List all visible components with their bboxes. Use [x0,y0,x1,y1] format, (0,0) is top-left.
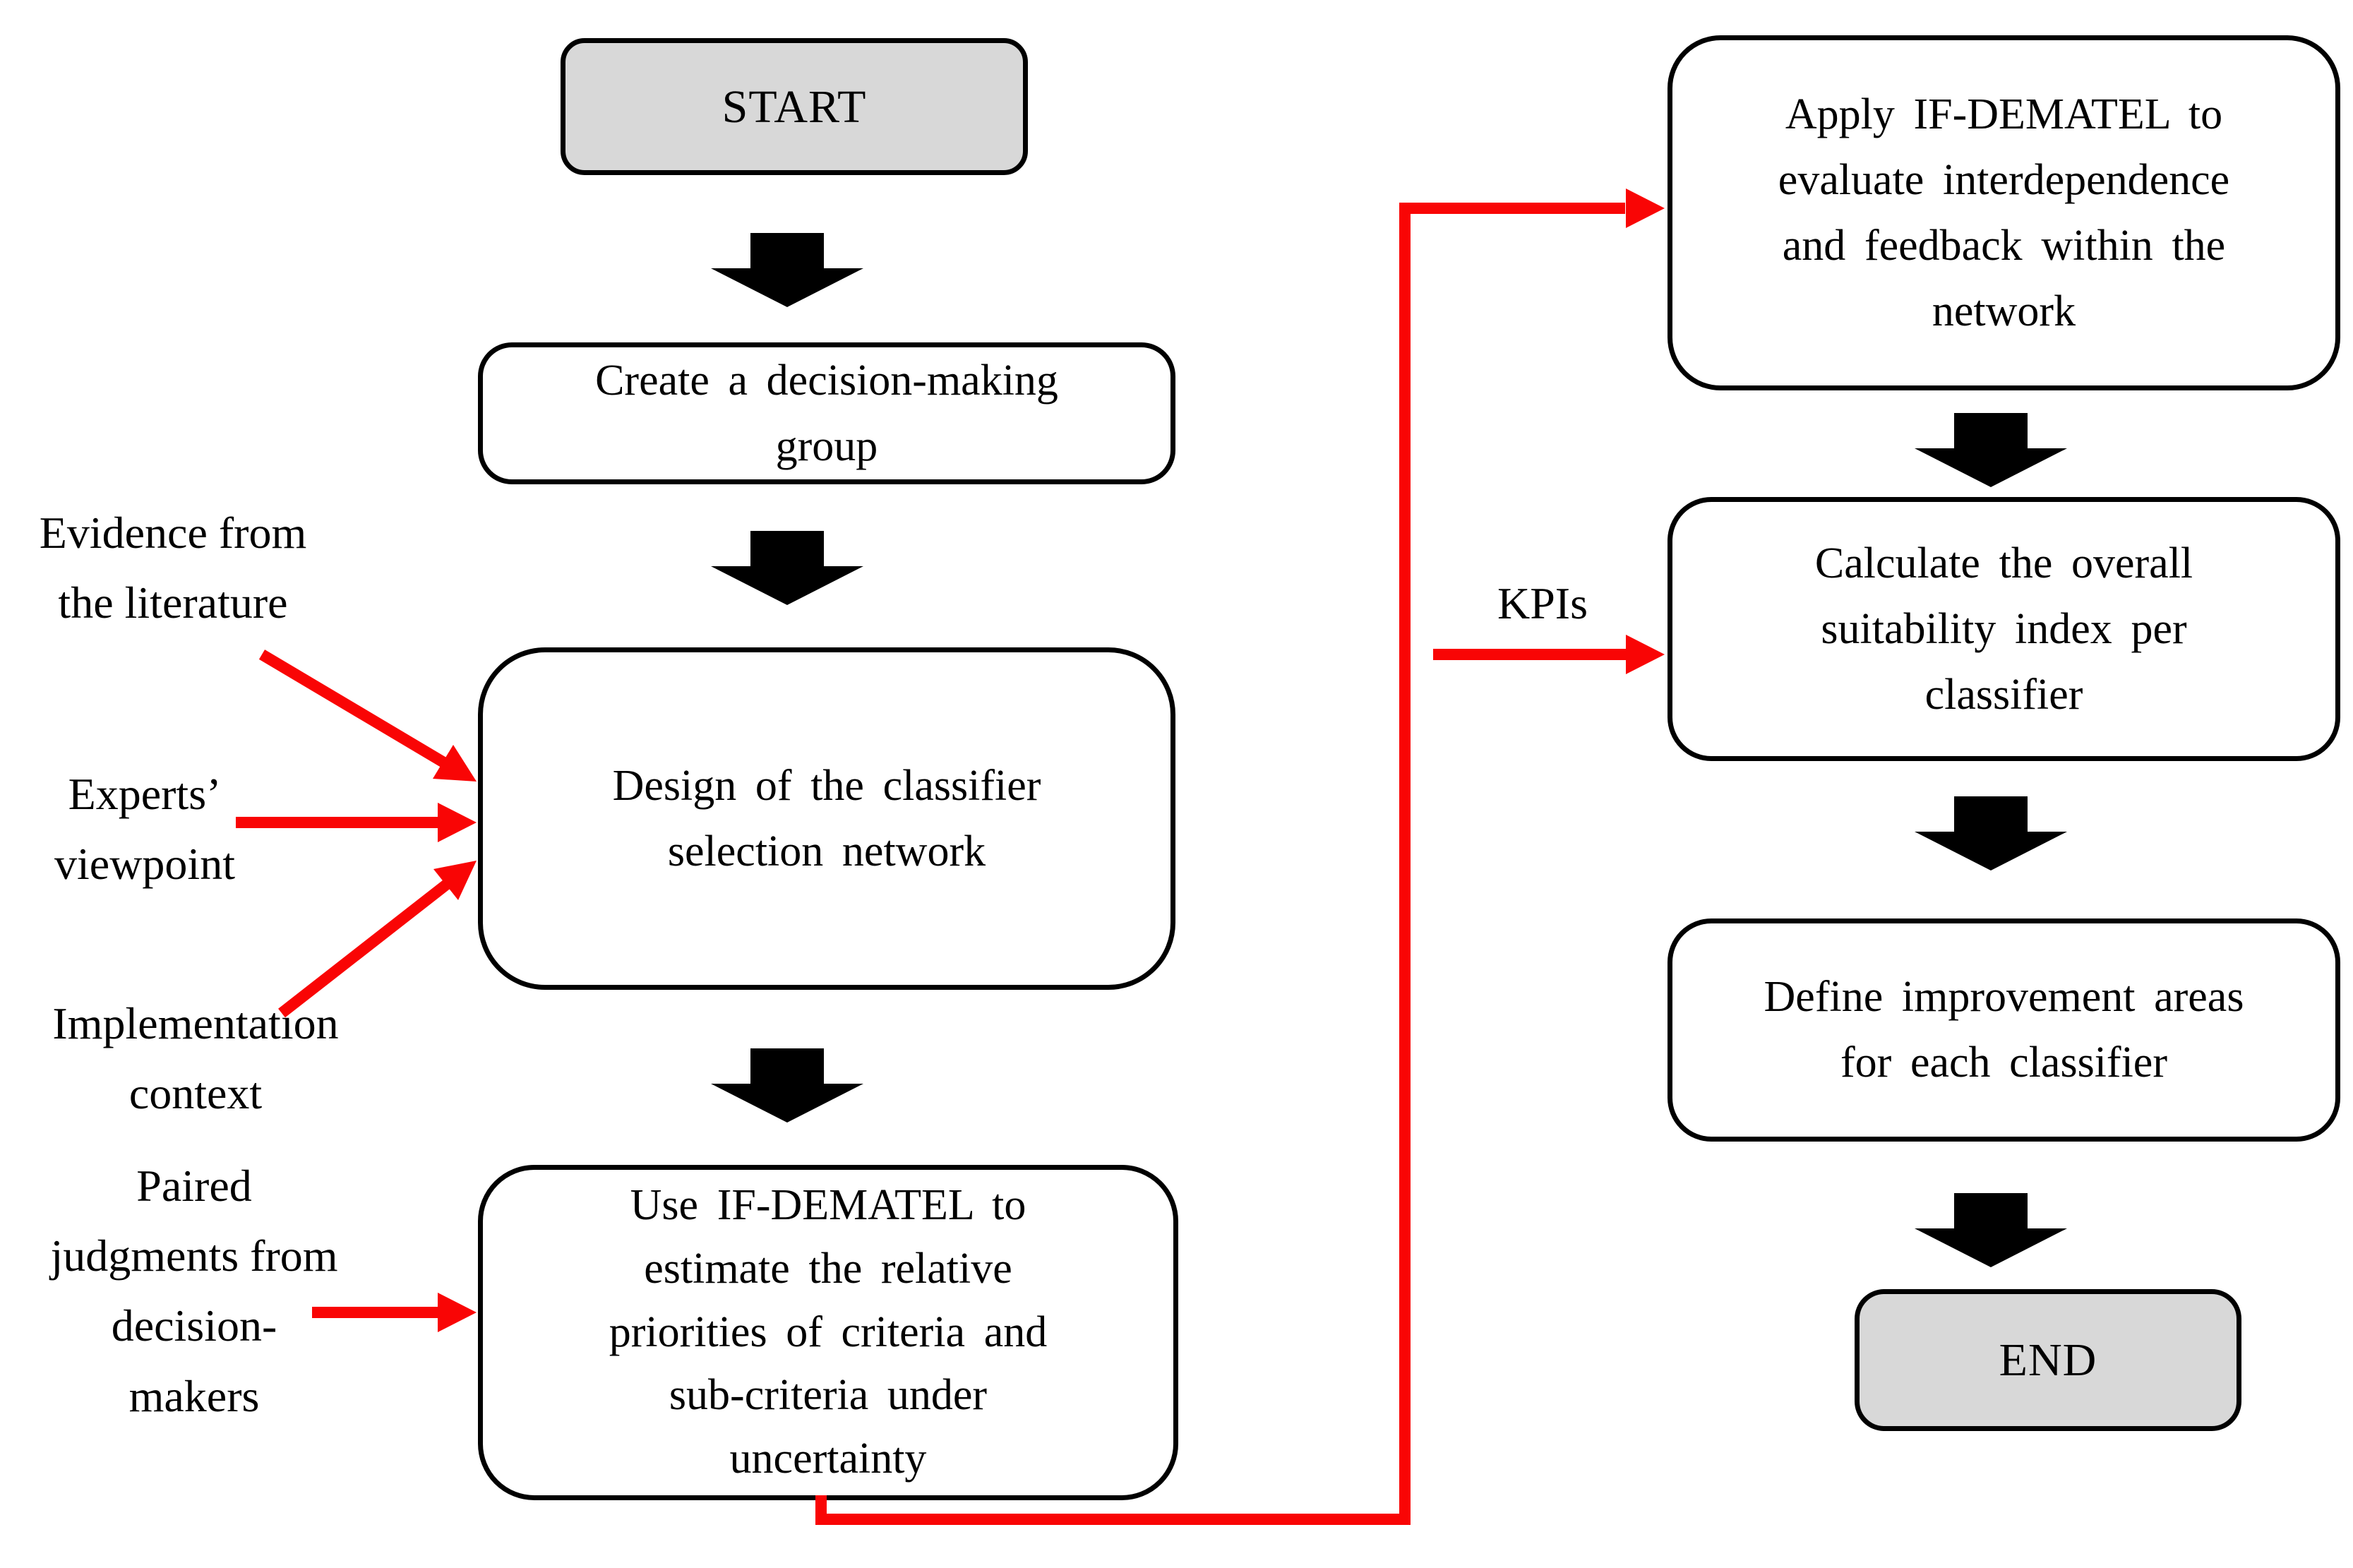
flow-arrow-down-icon [711,531,863,605]
node-start-label: START [722,80,867,133]
node-design-label: Design of the classifier selection netwo… [612,761,1041,875]
flowchart-node-end: END [1855,1289,2241,1431]
node-apply-label: Apply IF-DEMATEL to evaluate interdepend… [1778,90,2230,335]
flow-arrow-down-icon [1915,796,2067,870]
flowchart-node-create-group: Create a decision-making group [478,342,1175,484]
red-arrow-evidence [258,650,477,782]
node-use-label: Use IF-DEMATEL to estimate the relative … [609,1180,1048,1483]
node-calculate-label: Calculate the overall suitability index … [1814,539,2193,719]
node-define-label: Define improvement areas for each classi… [1764,973,2244,1087]
input-label-experts: Experts’ viewpoint [54,769,235,890]
flow-arrow-down-icon [1915,413,2067,487]
red-arrow-kpis [1433,635,1665,674]
red-arrow-experts [236,803,477,842]
red-arrow-paired-judgments [312,1293,477,1332]
flowchart-node-design-network: Design of the classifier selection netwo… [478,647,1175,990]
flow-arrow-down-icon [1915,1193,2067,1267]
flow-arrow-down-icon [711,233,863,307]
node-end-label: END [1999,1334,2097,1386]
red-arrow-implementation [278,861,477,1018]
input-label-paired-judgments: Paired judgments from decision- makers [50,1161,338,1421]
input-label-evidence: Evidence from the literature [39,508,307,628]
flowchart-node-start: START [561,38,1028,175]
flowchart-node-define-areas: Define improvement areas for each classi… [1668,918,2340,1142]
red-connector-use-to-apply [815,188,1665,1525]
input-label-kpis: KPIs [1497,578,1588,628]
flow-arrow-down-icon [711,1048,863,1123]
flowchart-node-calculate-index: Calculate the overall suitability index … [1668,497,2340,761]
node-create-label: Create a decision-making group [595,356,1058,470]
flowchart-node-apply-ifdematel: Apply IF-DEMATEL to evaluate interdepend… [1668,35,2340,390]
flowchart-node-use-ifdematel: Use IF-DEMATEL to estimate the relative … [478,1165,1178,1500]
